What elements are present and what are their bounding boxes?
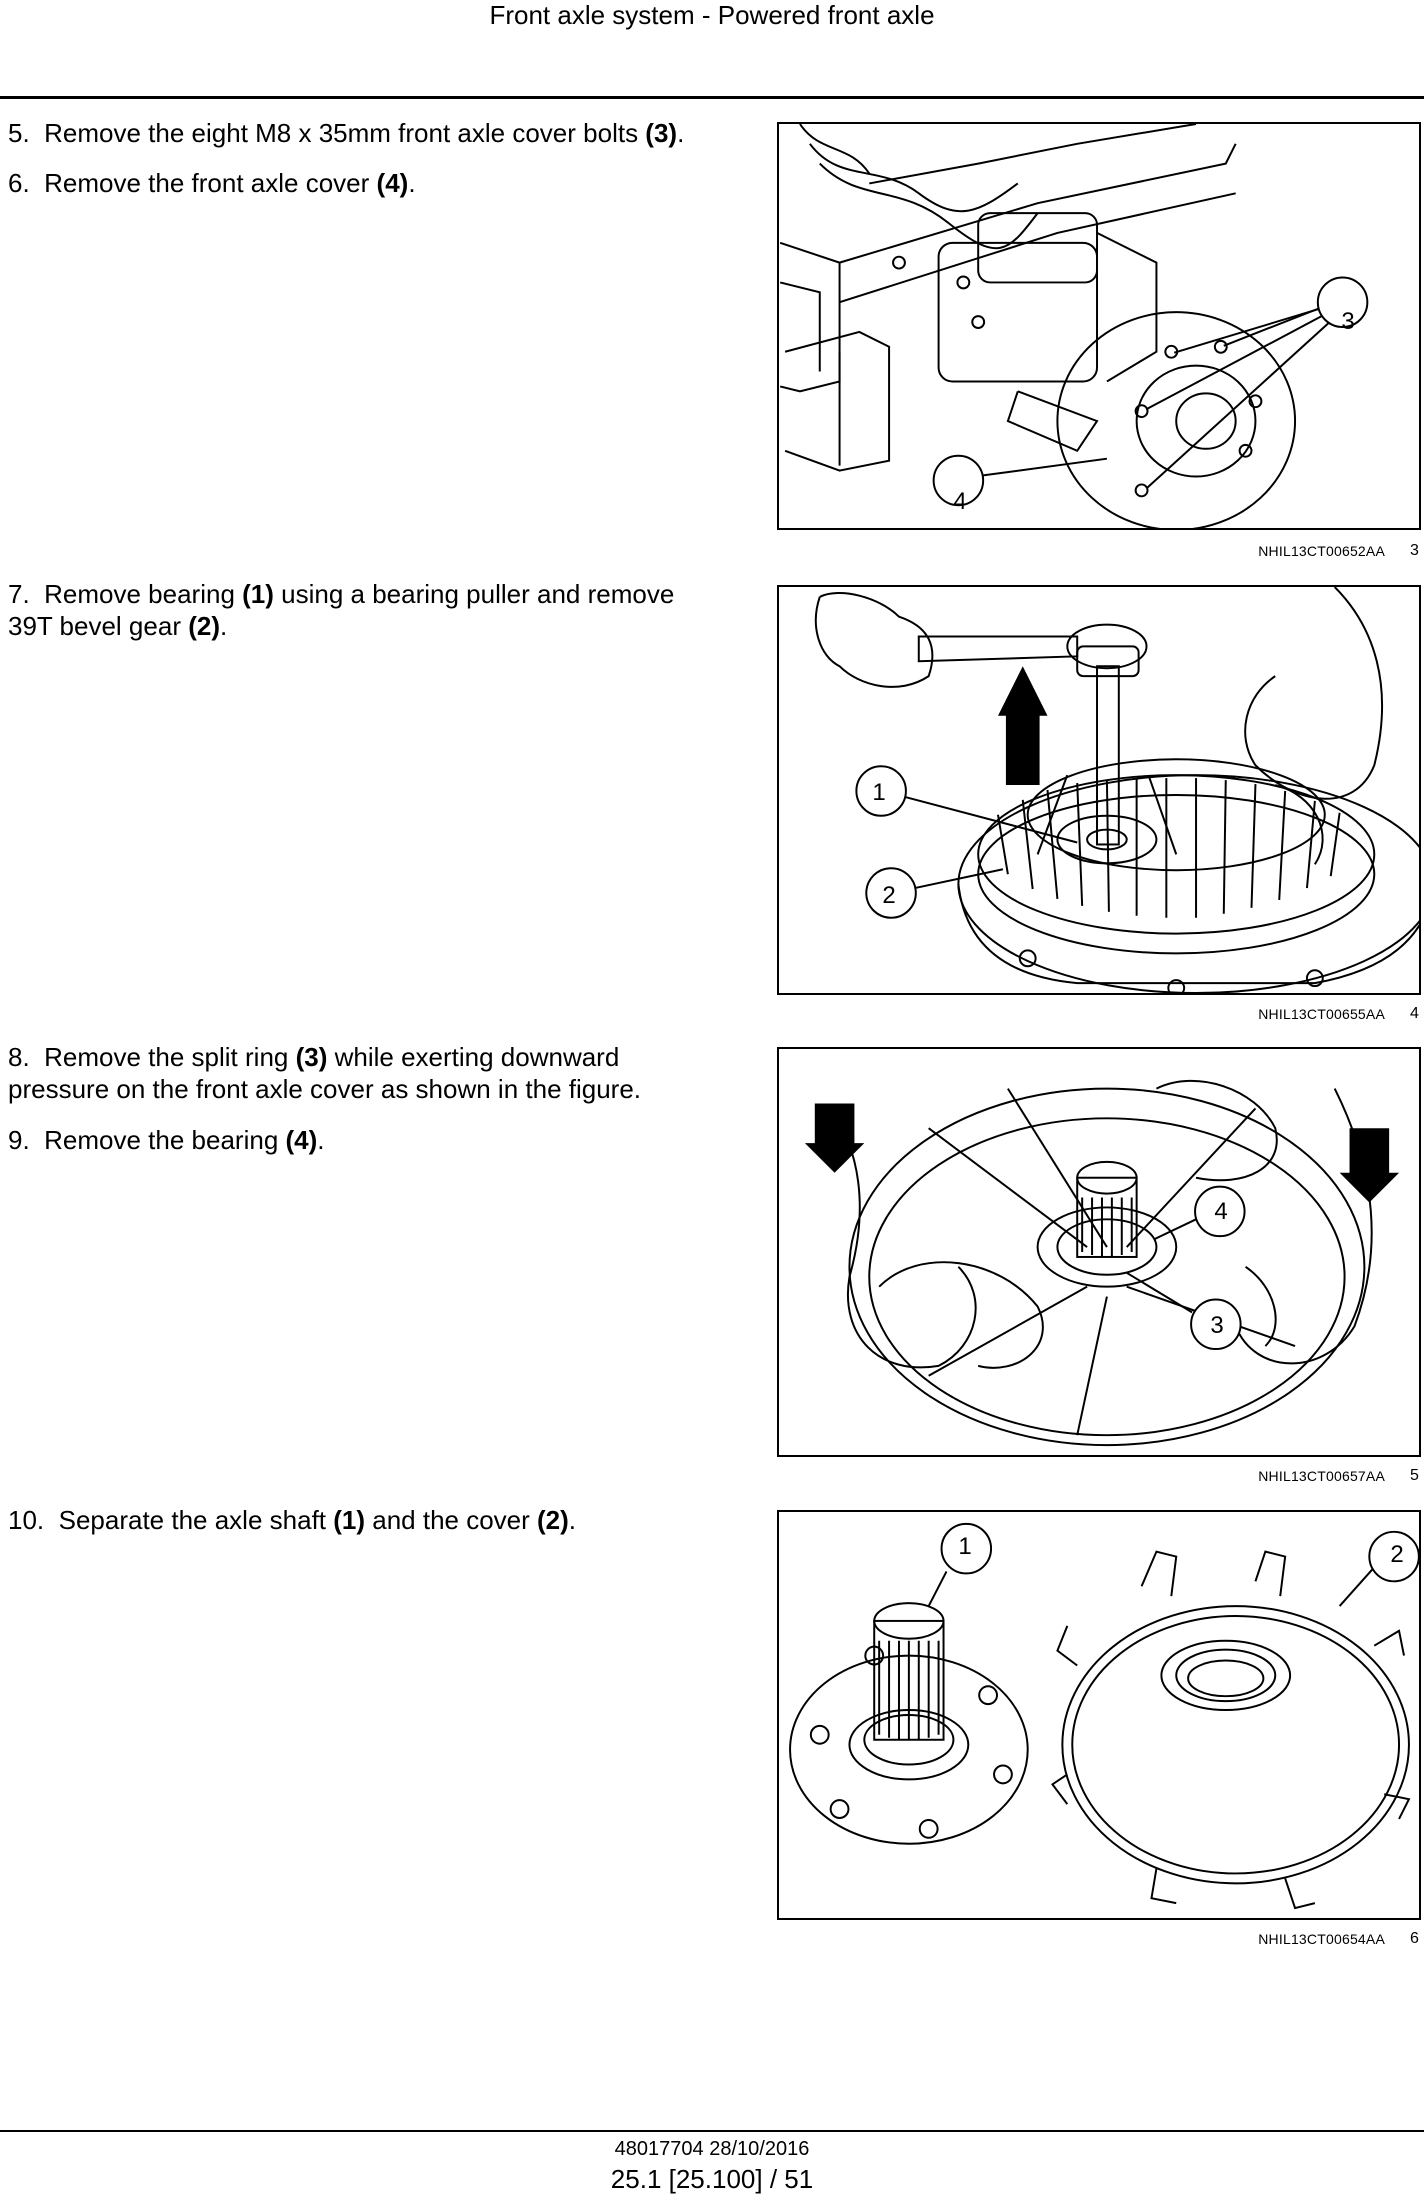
figure-3-illustration <box>779 124 1369 528</box>
callout-2-figure-6 <box>1338 1530 1419 1607</box>
header-rule <box>0 96 1424 99</box>
step-text-end: . <box>219 611 228 641</box>
callout-3-figure-3 <box>1145 276 1369 490</box>
figure-number: 5 <box>1410 1467 1419 1484</box>
step-number: 7. <box>8 579 30 609</box>
step-text-end: . <box>317 1125 325 1155</box>
callout-label: 4 <box>953 488 967 515</box>
callout-1-figure-6 <box>927 1522 993 1607</box>
figure-5-illustration <box>804 1079 1400 1447</box>
figure-5-split-ring <box>777 1047 1421 1457</box>
step-7: 7. Remove bearing (1) using a bearing pu… <box>8 578 720 642</box>
figure-6-shaft-and-cover <box>777 1510 1421 1920</box>
step-number: 10. <box>8 1505 45 1535</box>
step-text: Remove the bearing <box>44 1125 286 1155</box>
arrow-down-icon <box>1339 1128 1400 1203</box>
figure-number: 6 <box>1410 1930 1419 1947</box>
callout-label: 2 <box>1390 1541 1404 1568</box>
arrow-down-icon <box>804 1103 865 1173</box>
step-8: 8. Remove the split ring (3) while exert… <box>8 1041 720 1105</box>
step-text-mid: using a bearing puller and remove 39T be… <box>8 579 675 641</box>
figure-number: 4 <box>1410 1005 1419 1022</box>
step-text-mid: and the cover <box>365 1505 538 1535</box>
callout-label: 3 <box>1210 1312 1224 1339</box>
figure-3-axle-cover-bolts <box>777 122 1421 530</box>
figure-id: NHIL13CT00652AA <box>1258 543 1385 559</box>
arrow-up-icon <box>997 666 1048 786</box>
step-ref-2: (2) <box>188 611 220 641</box>
callout-4-figure-5 <box>1154 1185 1246 1241</box>
step-number: 5. <box>8 118 30 148</box>
footer-page-number: 25.1 [25.100] / 51 <box>610 2164 814 2194</box>
figure-number: 3 <box>1410 542 1419 559</box>
step-number: 9. <box>8 1125 30 1155</box>
callout-label: 2 <box>882 882 896 909</box>
callout-2-figure-4 <box>865 867 1004 919</box>
step-5: 5. Remove the eight M8 x 35mm front axle… <box>8 117 720 149</box>
figure-id: NHIL13CT00655AA <box>1258 1006 1385 1022</box>
step-ref: (4) <box>285 1125 318 1155</box>
callout-label: 4 <box>1214 1198 1228 1225</box>
step-6: 6. Remove the front axle cover (4). <box>8 167 720 199</box>
step-9: 9. Remove the bearing (4). <box>8 1124 720 1156</box>
figure-4-bearing-puller <box>777 585 1421 995</box>
step-text-end: . <box>568 1505 577 1535</box>
footer-rule <box>0 2130 1424 2132</box>
step-number: 8. <box>8 1042 30 1072</box>
callout-label: 1 <box>872 779 886 806</box>
step-ref: (1) <box>333 1505 366 1535</box>
step-text-end: while exerting downward pressure on the … <box>8 1042 642 1104</box>
step-ref: (3) <box>295 1042 328 1072</box>
figure-id: NHIL13CT00657AA <box>1258 1468 1385 1484</box>
callout-label: 3 <box>1341 308 1355 335</box>
step-text: Separate the axle shaft <box>58 1505 334 1535</box>
figure-4-illustration <box>814 587 1419 993</box>
callout-3-figure-5 <box>1126 1271 1242 1351</box>
step-ref-2: (2) <box>537 1505 569 1535</box>
step-ref: (3) <box>645 118 678 148</box>
page-header-title: Front axle system - Powered front axle <box>489 0 935 30</box>
step-number: 6. <box>8 168 30 198</box>
footer-document-id: 48017704 28/10/2016 <box>614 2138 810 2160</box>
callout-1-figure-4 <box>855 765 1078 844</box>
callout-4-figure-3 <box>932 454 1108 507</box>
step-text: Remove the eight M8 x 35mm front axle co… <box>44 118 646 148</box>
callout-label: 1 <box>958 1533 972 1560</box>
step-text: Remove the front axle cover <box>44 168 377 198</box>
figure-6-illustration <box>789 1522 1419 1910</box>
figure-id: NHIL13CT00654AA <box>1258 1931 1385 1947</box>
step-text-end: . <box>677 118 685 148</box>
step-ref: (1) <box>242 579 274 609</box>
step-text: Remove the split ring <box>44 1042 296 1072</box>
step-ref: (4) <box>376 168 409 198</box>
step-10: 10. Separate the axle shaft (1) and the … <box>8 1504 720 1536</box>
step-text-end: . <box>408 168 416 198</box>
step-text: Remove bearing <box>44 579 243 609</box>
